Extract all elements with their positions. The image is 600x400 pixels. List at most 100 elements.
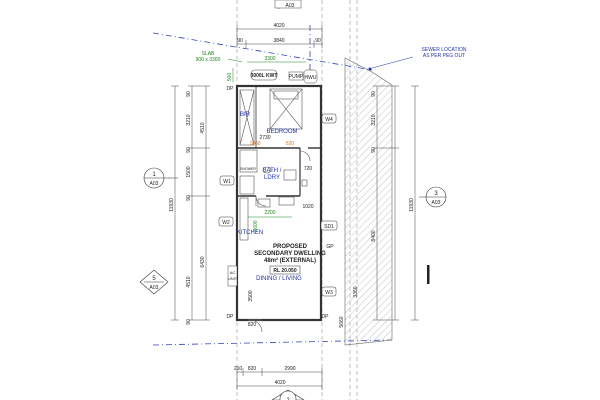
dp-label-2: DP: [227, 314, 235, 320]
section-left5-num: 5: [152, 276, 156, 282]
top-dimensions: 4020 90 3840 90: [236, 23, 323, 48]
bench-left: [239, 197, 249, 241]
kitchen-bench: [239, 196, 295, 241]
section-right3-num: 3: [434, 191, 438, 197]
sewer-label-1: SEWER LOCATION: [422, 47, 467, 53]
room-dining: DINING / LIVING: [256, 276, 302, 282]
dim-overall-top: 4020: [273, 23, 284, 29]
dim-right-8400: 8400: [371, 230, 377, 241]
dim-left-3210: 3210: [186, 114, 192, 125]
dp-label-3: DP: [322, 314, 330, 320]
section-left5-sheet: A03: [150, 285, 159, 291]
shower-label: SHOWER: [240, 167, 256, 171]
dim-2600: 2600: [253, 220, 259, 231]
section-bottom-num: 2: [286, 398, 290, 400]
toilet-icon: [283, 169, 297, 181]
dim-left-6430: 6430: [200, 256, 206, 267]
dim-720: 720: [304, 166, 313, 172]
doors: [248, 150, 311, 333]
stove-icon: [278, 196, 295, 206]
dim-bottom-2990: 2990: [284, 366, 295, 372]
proposal-line-1: PROPOSED: [273, 244, 308, 250]
dim-left-4510a: 4510: [186, 276, 192, 287]
room-bath-1: BATH /: [263, 168, 282, 174]
dim-bottom-210: 210: [234, 366, 243, 372]
window-w3: W3: [325, 290, 333, 296]
hwu-icon: [303, 69, 318, 84]
dim-1020: 1020: [302, 204, 313, 210]
window-w1: W1: [223, 179, 231, 185]
north-bar-marker: [427, 265, 430, 284]
dim-left-total: 11930: [169, 198, 175, 212]
sink-icon: [257, 198, 271, 208]
section-marker-top: A03: [274, 0, 302, 9]
proposal-line-2: SECONDARY DWELLING: [254, 251, 326, 257]
dim-2200: 2200: [264, 210, 275, 216]
dim-right-5660: 5660: [339, 316, 345, 327]
unit-label: UNIT: [228, 276, 238, 281]
pump-label: PUMP: [289, 74, 304, 80]
basin-icon: [262, 166, 272, 174]
section-marker-right-3: 3 A03: [419, 186, 447, 208]
slab-size: 900 x 3300: [196, 57, 221, 63]
section-marker-left-5: 5 A03: [139, 269, 169, 295]
proposal-label: PROPOSED SECONDARY DWELLING 48m² (EXTERN…: [254, 244, 326, 275]
water-tank-icon: [250, 69, 278, 81]
ac-label: AC: [230, 270, 236, 275]
dim-inner: 3840: [273, 38, 284, 44]
dim-left-1500: 1500: [186, 166, 192, 177]
window-w4: W4: [325, 117, 333, 123]
dim-1800: 1800: [249, 141, 260, 147]
dim-right-90b: 90: [371, 147, 377, 153]
slab-label: SLAB: [202, 51, 215, 57]
laundry-icon: [239, 175, 255, 195]
section-marker-bottom: 2: [271, 389, 305, 400]
bedroom-furniture: [239, 88, 303, 146]
kwt-label: 3000L KWT: [251, 73, 278, 79]
dim-right-90: 90: [371, 91, 377, 97]
dim-bottom-820: 820: [248, 366, 257, 372]
dim-bottom-overall: 4020: [274, 380, 285, 386]
boundary-line-top: [152, 32, 373, 71]
left-dimensions: 90 3210 90 1500 90 4510 90 4510 6430 119…: [169, 85, 210, 325]
room-bath-2: LDRY: [264, 175, 280, 181]
ac-unit: AC UNIT: [227, 265, 238, 287]
bottom-dimensions: 210 820 2990 4020: [234, 366, 323, 390]
dim-3500: 3500: [248, 290, 254, 301]
building-outline: [235, 84, 323, 322]
room-bir: BIR: [240, 112, 251, 118]
hwu-label: HWU: [305, 75, 317, 81]
section-right3-sheet: A03: [432, 200, 441, 206]
dp-label-1: DP: [227, 86, 235, 92]
gp-label: GP: [326, 244, 334, 250]
slab-width: 3300: [264, 56, 275, 62]
proposal-line-3: 48m² (EXTERNAL): [264, 257, 316, 264]
rl-label: RL 20.050: [273, 268, 296, 274]
dim-right-margin: 90: [315, 38, 321, 44]
dim-right-3210: 3210: [371, 114, 377, 125]
pump-icon: [288, 71, 304, 81]
fixtures-top: 3000L KWT PUMP HWU 500: [227, 68, 318, 84]
room-bedroom: BEDROOM: [266, 129, 297, 135]
bed-icon: [269, 88, 303, 130]
section-marker-left-1: 1 A03: [143, 167, 178, 189]
easement-hatch: [344, 57, 393, 346]
room-kitchen: KITCHEN: [237, 230, 263, 236]
dim-820: 820: [286, 141, 295, 147]
dim-left-4510b: 4510: [200, 122, 206, 133]
window-w2: W2: [222, 220, 230, 226]
door-sd1: SD1: [324, 224, 334, 230]
bath-fixtures: SHOWER: [239, 149, 308, 195]
section-left1-sheet: A03: [150, 181, 159, 187]
dim-2730: 2730: [259, 135, 270, 141]
window-tags: W4 W1 W2 SD1 W3: [218, 113, 338, 297]
right-dimensions: 90 3210 90 8400 3360 5660 11930: [339, 85, 419, 328]
dim-left-margin: 90: [237, 38, 243, 44]
dim-left-90a: 90: [186, 91, 192, 97]
dim-left-90b: 90: [186, 147, 192, 153]
section-top-sheet: A03: [286, 3, 295, 9]
shower-icon: [239, 149, 258, 173]
section-left1-num: 1: [152, 172, 156, 178]
slab-annotation: SLAB 900 x 3300 3300: [196, 51, 306, 63]
